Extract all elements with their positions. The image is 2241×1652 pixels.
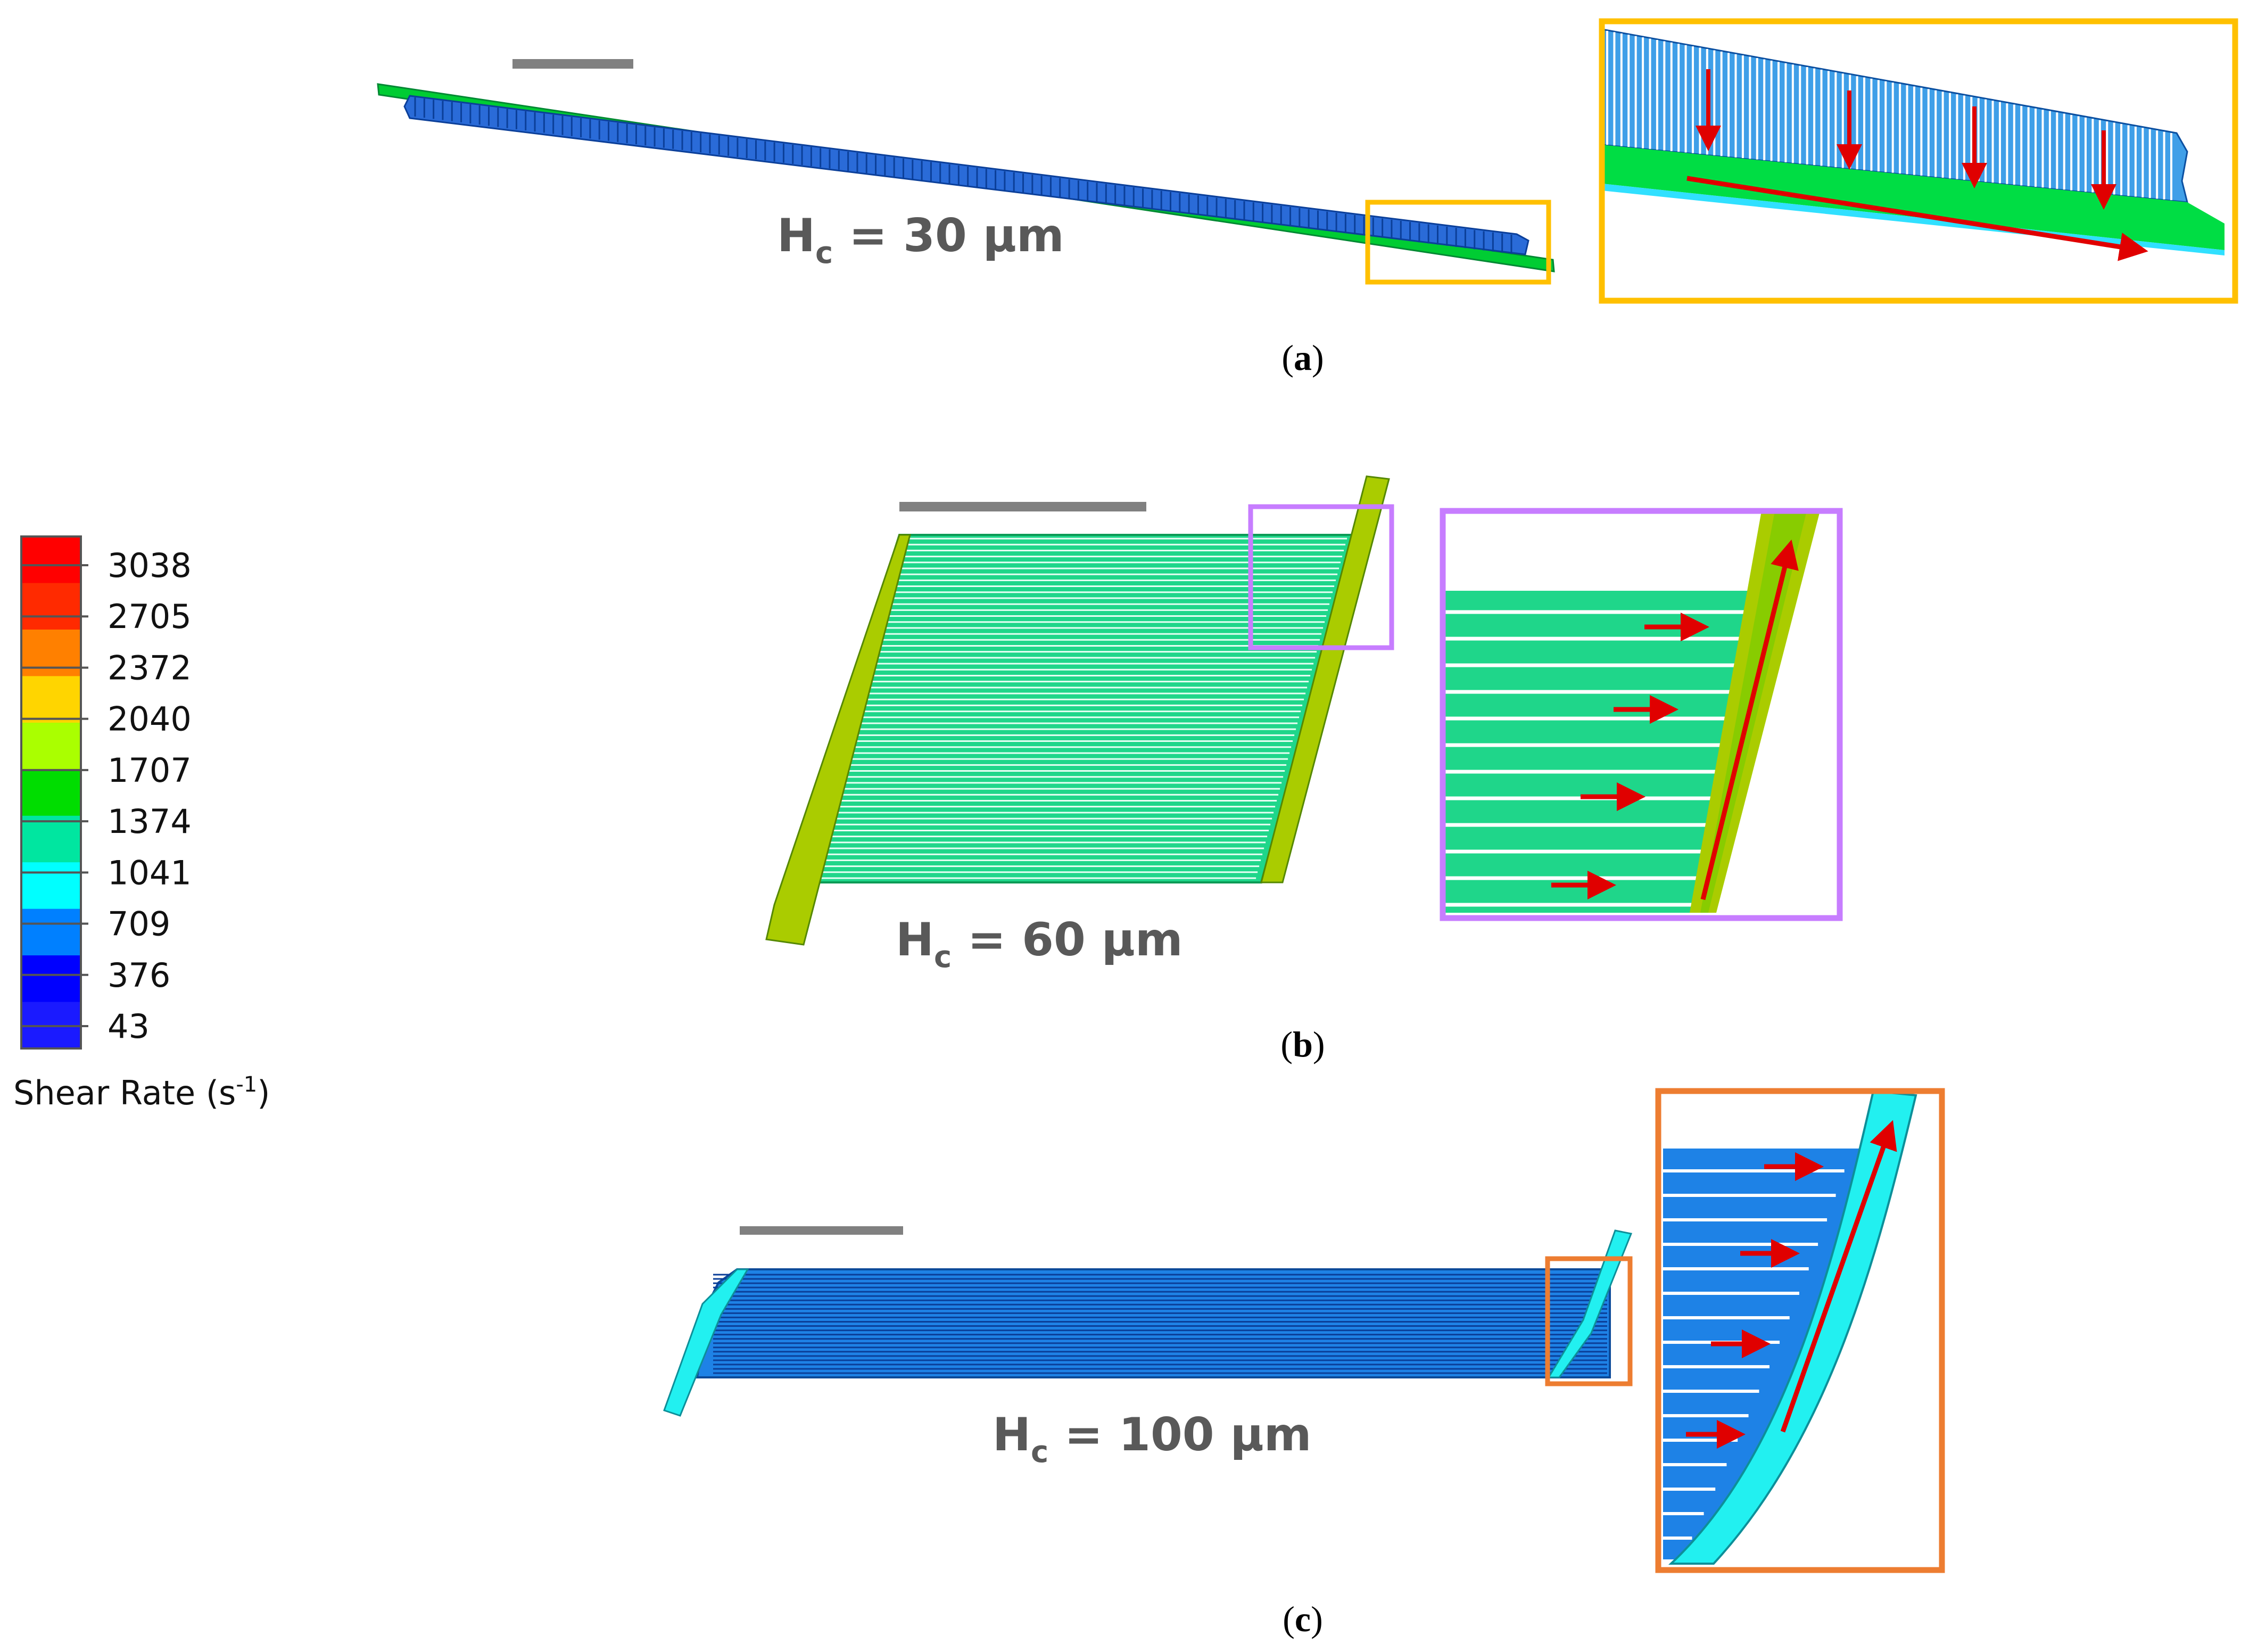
zoom-inset-b-border (1440, 508, 1843, 921)
colorbar-tick-label: 2705 (107, 597, 192, 636)
zoom-inset-a-border (1599, 18, 2238, 304)
colorbar-tick-label: 376 (107, 956, 170, 995)
colorbar-segment (21, 815, 81, 863)
colorbar-segments (21, 536, 81, 1049)
panel-a: Hc = 30 µm (a) (377, 18, 2238, 378)
colorbar-segment (21, 676, 81, 723)
zoom-box-a (1365, 200, 1551, 285)
zoom-inset-a (1601, 21, 2225, 298)
colorbar-segment (21, 722, 81, 770)
colorbar-tick-label: 1707 (107, 751, 192, 790)
flow-domain-c-channels (696, 1268, 1611, 1378)
colorbar-tick-label: 2040 (107, 700, 192, 739)
colorbar-segment (21, 536, 81, 584)
colorbar-segment (21, 769, 81, 816)
colorbar-tick-label: 1041 (107, 853, 192, 892)
flow-domain-c-inlet (663, 1268, 749, 1417)
zoom-box-c (1545, 1256, 1633, 1386)
colorbar-segment (21, 908, 81, 956)
zoom-inset-b (1443, 511, 1834, 915)
caption-b: (b) (1280, 1024, 1325, 1064)
zoom-a-wall (1602, 145, 2225, 250)
colorbar-tick-label: 3038 (107, 546, 192, 585)
flow-arrow-b-main (1700, 539, 1799, 901)
colorbar-title: Shear Rate (s-1) (13, 1072, 270, 1112)
colorbar-tick-label: 709 (107, 905, 170, 944)
caption-a: (a) (1281, 337, 1324, 378)
hc-label-a: Hc = 30 µm (777, 209, 1064, 270)
colorbar-frame (20, 535, 82, 1050)
caption-c: (c) (1283, 1599, 1323, 1639)
zoom-b-channels (1443, 591, 1751, 913)
flow-domain-b-inlet (765, 534, 911, 946)
colorbar-tick-label: 43 (107, 1007, 150, 1046)
colorbar-ticks: 3038 2705 2372 2040 1707 1374 1041 709 376 43 (21, 546, 192, 1046)
colorbar-segment (21, 862, 81, 910)
zoom-c-wall (1668, 1091, 1917, 1565)
zoom-b-stripes (1443, 610, 1747, 907)
colorbar: 3038 2705 2372 2040 1707 1374 1041 709 376 43 She… (13, 535, 270, 1112)
channel-stripes-a (414, 97, 1512, 254)
channel-stripes-c (713, 1274, 1607, 1374)
colorbar-segment (21, 955, 81, 1003)
flow-domain-b-outlet (1260, 475, 1390, 883)
flow-arrow-a-main (1686, 176, 2148, 261)
colorbar-segment (21, 629, 81, 677)
zoom-inset-c-border (1655, 1088, 1945, 1573)
hc-label-b: Hc = 60 µm (896, 913, 1183, 974)
colorbar-tick-label: 1374 (107, 802, 192, 841)
colorbar-tick-label: 2372 (107, 648, 192, 687)
flow-arrow-c-main (1780, 1120, 1897, 1433)
channel-stripes-b (805, 538, 1347, 879)
panel-c: Hc = 100 µm (c) (663, 1088, 1945, 1639)
zoom-b-wall-inner (1700, 511, 1807, 913)
hc-label-c: Hc = 100 µm (993, 1408, 1311, 1469)
zoom-a-stripes (1606, 31, 2172, 200)
colorbar-segment (21, 583, 81, 630)
panel-b: Hc = 60 µm (b) (765, 475, 1843, 1064)
flow-domain-a-channels (403, 95, 1529, 255)
flow-domain-c-outlet (1547, 1229, 1633, 1378)
zoom-box-b (1248, 504, 1394, 650)
zoom-inset-c (1658, 1091, 1937, 1565)
